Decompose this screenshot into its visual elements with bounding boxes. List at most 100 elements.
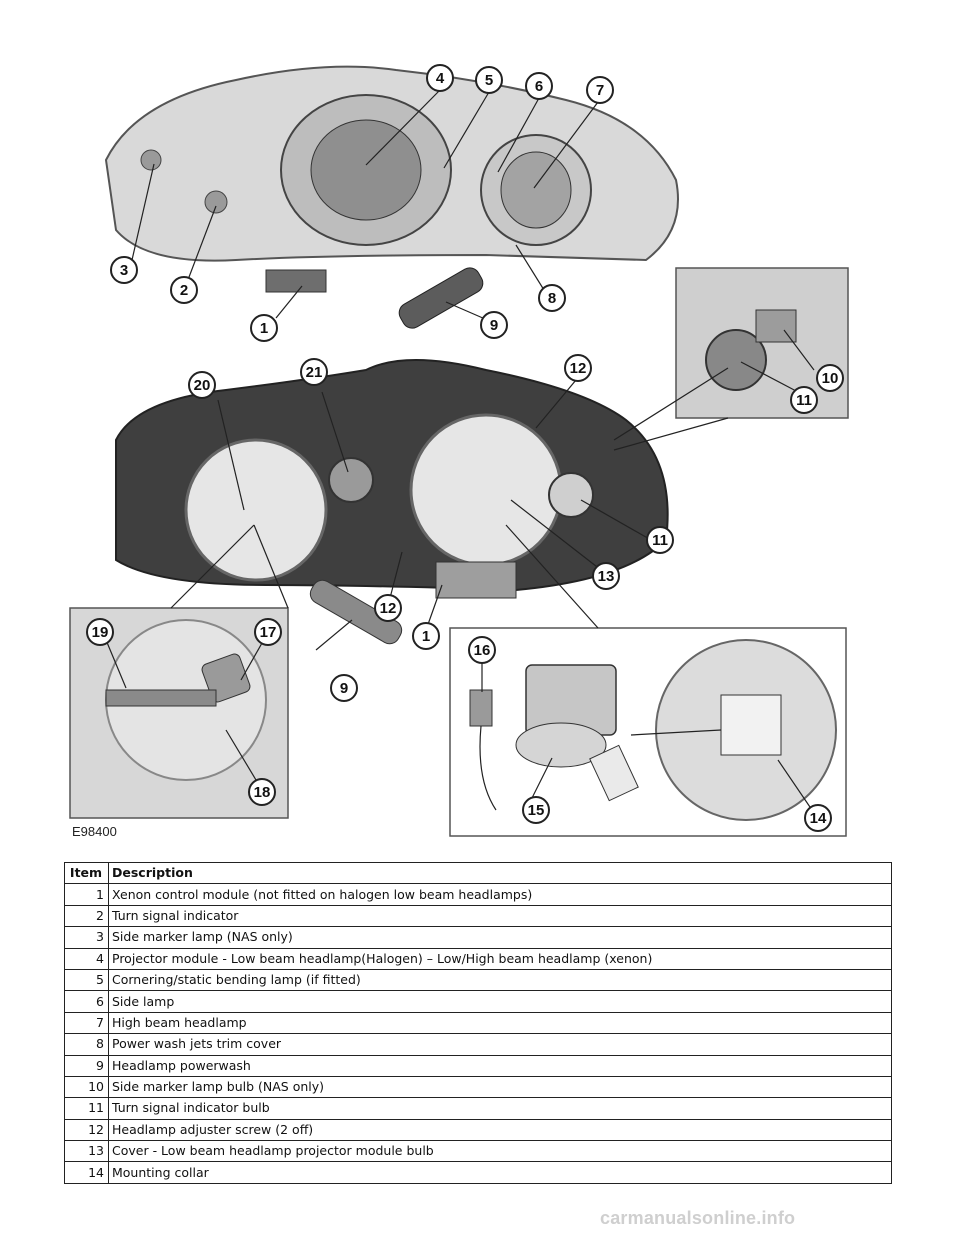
callout-19: 19 bbox=[86, 618, 114, 646]
item-number: 12 bbox=[64, 1118, 109, 1142]
callout-16: 16 bbox=[468, 636, 496, 664]
callout-17: 17 bbox=[254, 618, 282, 646]
callout-2: 2 bbox=[170, 276, 198, 304]
callout-1-top: 1 bbox=[250, 314, 278, 342]
svg-text:8: 8 bbox=[548, 290, 556, 307]
callout-18: 18 bbox=[248, 778, 276, 806]
item-description: Side lamp bbox=[108, 990, 892, 1013]
callout-8: 8 bbox=[538, 284, 566, 312]
watermark: carmanualsonline.info bbox=[600, 1208, 796, 1228]
svg-text:21: 21 bbox=[306, 364, 323, 381]
callout-9-bottom: 9 bbox=[330, 674, 358, 702]
callout-12-bottom: 12 bbox=[374, 594, 402, 622]
item-description: High beam headlamp bbox=[108, 1011, 892, 1035]
headlamp-rear-view bbox=[115, 359, 669, 645]
callout-15: 15 bbox=[522, 796, 550, 824]
item-number: 4 bbox=[64, 947, 109, 970]
svg-text:13: 13 bbox=[598, 568, 615, 585]
item-description: Headlamp adjuster screw (2 off) bbox=[108, 1118, 892, 1142]
item-number: 14 bbox=[64, 1161, 109, 1184]
svg-text:16: 16 bbox=[474, 642, 491, 659]
item-number: 6 bbox=[64, 990, 109, 1013]
callout-20: 20 bbox=[188, 371, 216, 399]
item-number: 1 bbox=[64, 883, 109, 906]
item-number: 2 bbox=[64, 904, 109, 928]
callout-11: 11 bbox=[646, 526, 674, 554]
callout-21: 21 bbox=[300, 358, 328, 386]
svg-text:1: 1 bbox=[260, 320, 268, 337]
item-number: 11 bbox=[64, 1097, 109, 1120]
callout-14: 14 bbox=[804, 804, 832, 832]
leader-lines bbox=[105, 89, 815, 811]
inset-side-marker-bulb bbox=[675, 267, 849, 419]
headlamp-exploded-illustration: 4 5 6 7 3 2 1 8 9 10 11 20 21 12 11 13 1… bbox=[69, 64, 849, 839]
item-description: Mounting collar bbox=[108, 1161, 892, 1184]
item-number: 13 bbox=[64, 1140, 109, 1163]
column-header-item: Item bbox=[64, 861, 109, 885]
item-description: Xenon control module (not fitted on halo… bbox=[108, 883, 892, 906]
inset-mounting-collar bbox=[449, 627, 847, 837]
callout-11-inset: 11 bbox=[790, 386, 818, 414]
callout-10: 10 bbox=[816, 364, 844, 392]
item-description: Turn signal indicator bbox=[108, 904, 892, 928]
svg-text:11: 11 bbox=[796, 392, 812, 409]
svg-text:5: 5 bbox=[485, 72, 493, 89]
svg-text:11: 11 bbox=[652, 532, 668, 549]
item-description: Headlamp powerwash bbox=[108, 1054, 892, 1077]
callout-12-top: 12 bbox=[564, 354, 592, 382]
item-description: Cover - Low beam headlamp projector modu… bbox=[108, 1140, 892, 1163]
item-number: 9 bbox=[64, 1054, 109, 1077]
callout-6: 6 bbox=[525, 72, 553, 100]
item-description: Side marker lamp bulb (NAS only) bbox=[108, 1075, 892, 1099]
svg-text:6: 6 bbox=[535, 78, 543, 95]
svg-text:17: 17 bbox=[260, 624, 277, 641]
item-number: 3 bbox=[64, 926, 109, 949]
svg-text:1: 1 bbox=[422, 628, 430, 645]
item-description: Turn signal indicator bulb bbox=[108, 1097, 892, 1120]
svg-text:10: 10 bbox=[822, 370, 839, 387]
svg-text:20: 20 bbox=[194, 377, 211, 394]
item-description: Projector module - Low beam headlamp(Hal… bbox=[108, 947, 892, 970]
column-header-description: Description bbox=[108, 861, 892, 885]
callout-13: 13 bbox=[592, 562, 620, 590]
item-description: Side marker lamp (NAS only) bbox=[108, 926, 892, 949]
callout-4: 4 bbox=[426, 64, 454, 92]
svg-text:9: 9 bbox=[490, 317, 498, 334]
svg-text:2: 2 bbox=[180, 282, 188, 299]
table-header-row: Item Description bbox=[64, 861, 892, 885]
svg-text:15: 15 bbox=[528, 802, 545, 819]
item-number: 7 bbox=[64, 1011, 109, 1035]
svg-text:3: 3 bbox=[120, 262, 128, 279]
headlamp-front-view bbox=[104, 65, 679, 329]
svg-text:9: 9 bbox=[340, 680, 348, 697]
svg-text:14: 14 bbox=[810, 810, 827, 827]
figure-code: E98400 bbox=[72, 824, 117, 839]
callout-3: 3 bbox=[110, 256, 138, 284]
callout-7: 7 bbox=[586, 76, 614, 104]
svg-text:18: 18 bbox=[254, 784, 271, 801]
svg-text:7: 7 bbox=[596, 82, 604, 99]
item-description: Cornering/static bending lamp (if fitted… bbox=[108, 968, 892, 992]
svg-text:12: 12 bbox=[570, 360, 587, 377]
callout-5: 5 bbox=[475, 66, 503, 94]
svg-text:12: 12 bbox=[380, 600, 397, 617]
item-number: 5 bbox=[64, 968, 109, 992]
callouts: 4 5 6 7 3 2 1 8 9 10 11 20 21 12 11 13 1… bbox=[86, 64, 844, 832]
item-description: Power wash jets trim cover bbox=[108, 1033, 892, 1056]
svg-text:4: 4 bbox=[436, 70, 445, 87]
callout-9-top: 9 bbox=[480, 311, 508, 339]
